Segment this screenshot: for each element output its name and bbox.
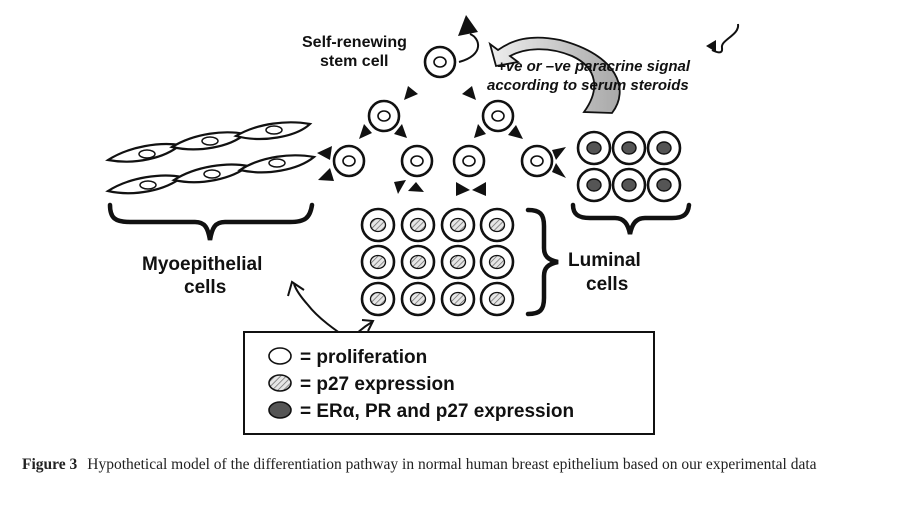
progenitor-cell bbox=[452, 144, 486, 178]
arrowhead-icon bbox=[474, 124, 486, 138]
spindle-cell bbox=[171, 163, 251, 184]
myoepithelial-label: Myoepithelial cells bbox=[142, 254, 268, 298]
open-cell-icon bbox=[268, 347, 292, 365]
hatched-cell bbox=[479, 281, 515, 317]
arrowhead-icon bbox=[408, 182, 424, 192]
myoepithelial-brace-icon bbox=[107, 202, 315, 241]
hatched-cell bbox=[400, 244, 436, 280]
legend-item-er-pr: = ERα, PR and p27 expression bbox=[268, 401, 574, 422]
hatched-cell bbox=[440, 244, 476, 280]
progenitor-cell-right bbox=[481, 99, 515, 133]
spindle-cell bbox=[169, 131, 248, 151]
arrowhead-icon bbox=[462, 86, 476, 100]
filled-cell bbox=[611, 167, 647, 203]
hatched-cell-icon bbox=[268, 374, 292, 392]
hatched-cell bbox=[400, 281, 436, 317]
legend-item-proliferation: = proliferation bbox=[268, 347, 427, 368]
hatched-cell bbox=[360, 207, 396, 243]
paracrine-signal-arrow-icon bbox=[488, 36, 621, 114]
progenitor-cell bbox=[400, 144, 434, 178]
filled-cell bbox=[576, 167, 612, 203]
self-renew-arrowhead-icon bbox=[458, 15, 478, 36]
legend: = proliferation = p27 expression = ERα, … bbox=[243, 331, 655, 435]
hatched-cell bbox=[479, 244, 515, 280]
spindle-cell bbox=[105, 174, 185, 195]
arrowhead-icon bbox=[317, 146, 332, 160]
hatched-cell bbox=[440, 207, 476, 243]
filled-cell bbox=[611, 130, 647, 166]
arrowhead-icon bbox=[552, 147, 566, 160]
stem-cell bbox=[423, 45, 457, 79]
hatched-cell-grid bbox=[360, 207, 515, 317]
arrowhead-icon bbox=[456, 182, 470, 196]
luminal-cells bbox=[576, 130, 682, 203]
self-renew-arrow-icon bbox=[458, 33, 479, 63]
luminal-label: Luminal cells bbox=[568, 250, 646, 295]
filled-cell bbox=[646, 130, 682, 166]
progenitor-cell bbox=[520, 144, 554, 178]
legend-item-label: = ERα, PR and p27 expression bbox=[300, 401, 574, 422]
arrowhead-icon bbox=[394, 124, 407, 138]
arrowhead-icon bbox=[404, 86, 418, 100]
hatched-cell bbox=[440, 281, 476, 317]
hand-drawn-arrowhead-icon bbox=[361, 319, 375, 332]
hand-drawn-arrowhead-icon bbox=[287, 280, 305, 297]
hatched-cell bbox=[360, 244, 396, 280]
hatched-cell bbox=[360, 281, 396, 317]
arrowhead-icon bbox=[508, 125, 523, 139]
stem-cell-label: Self-renewing stem cell bbox=[302, 34, 411, 70]
hatched-cell bbox=[479, 207, 515, 243]
filled-cell bbox=[576, 130, 612, 166]
luminal-brace-side-icon bbox=[525, 207, 559, 317]
arrowhead-icon bbox=[552, 163, 566, 178]
arrowhead-icon bbox=[394, 180, 406, 194]
legend-item-label: = proliferation bbox=[300, 347, 427, 368]
spindle-cell bbox=[105, 142, 183, 163]
myoepithelial-cells bbox=[105, 121, 317, 195]
filled-cell bbox=[646, 167, 682, 203]
arrowhead-icon bbox=[318, 168, 334, 181]
luminal-brace-bottom-icon bbox=[570, 202, 692, 235]
caption-text: Hypothetical model of the differentiatio… bbox=[87, 456, 817, 473]
legend-item-label: = p27 expression bbox=[300, 374, 455, 395]
paracrine-signal-label: +ve or –ve paracrine signal according to… bbox=[487, 58, 694, 94]
arrowhead-icon bbox=[472, 182, 486, 196]
legend-item-p27: = p27 expression bbox=[268, 374, 455, 395]
squiggle-arrowhead-icon bbox=[706, 40, 716, 52]
caption-label: Figure 3 bbox=[22, 456, 78, 473]
progenitor-cell bbox=[332, 144, 366, 178]
figure-caption: Figure 3 Hypothetical model of the differ… bbox=[22, 456, 882, 474]
filled-cell-icon bbox=[268, 401, 292, 419]
progenitor-cell-left bbox=[367, 99, 401, 133]
hand-drawn-arrow-icon bbox=[293, 283, 351, 341]
arrowhead-icon bbox=[359, 124, 372, 139]
spindle-cell bbox=[233, 121, 313, 140]
spindle-cell bbox=[237, 154, 317, 174]
hatched-cell bbox=[400, 207, 436, 243]
